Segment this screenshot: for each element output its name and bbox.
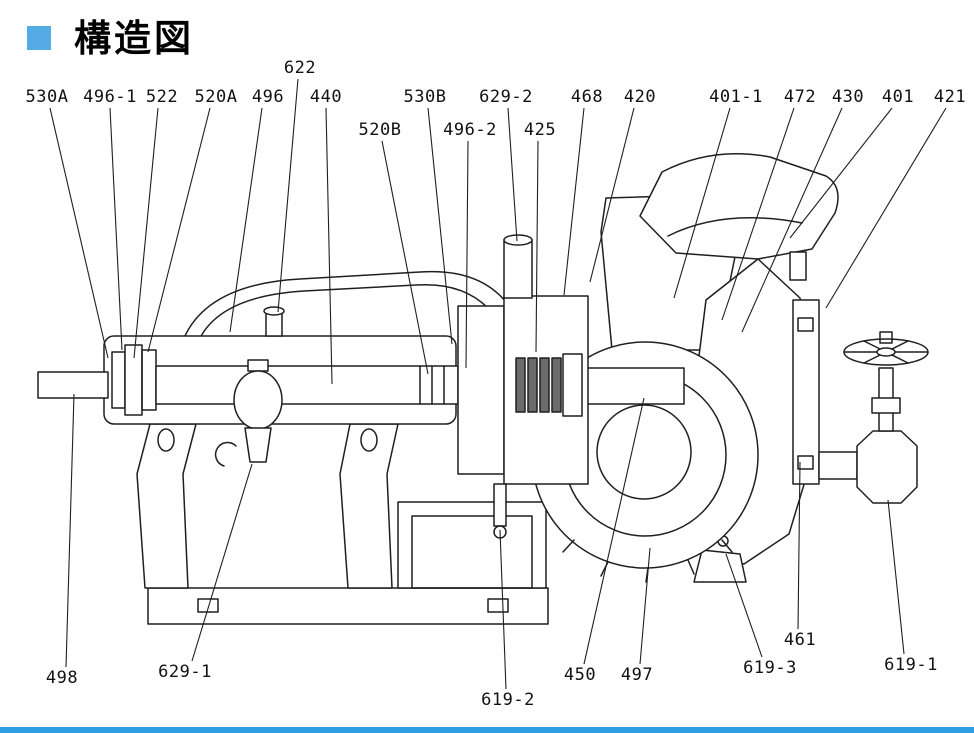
part-label-629-1: 629-1 [158, 662, 212, 682]
part-label-619-2: 619-2 [481, 690, 535, 710]
part-label-520B: 520B [358, 120, 402, 140]
leader-line-496-2 [465, 140, 469, 369]
leader-line-496-1 [109, 107, 123, 351]
leader-line-498 [65, 393, 75, 668]
leader-line-430 [741, 107, 843, 333]
leader-lines [49, 78, 947, 690]
page-header: 構造図 [0, 0, 974, 62]
leader-line-450 [583, 397, 645, 665]
leader-line-497 [639, 547, 651, 665]
leader-line-619-2 [499, 529, 507, 690]
leader-line-401 [789, 107, 893, 239]
leader-line-472 [721, 107, 795, 321]
part-label-496-2: 496-2 [443, 120, 497, 140]
leader-line-629-1 [191, 463, 253, 662]
part-label-461: 461 [783, 630, 817, 650]
part-label-619-3: 619-3 [743, 658, 797, 678]
leader-line-520A [147, 107, 211, 353]
leader-line-421 [825, 107, 947, 309]
part-label-522: 522 [145, 87, 179, 107]
part-label-496: 496 [251, 87, 285, 107]
part-label-530A: 530A [25, 87, 69, 107]
part-label-498: 498 [45, 668, 79, 688]
title-bullet-square-icon [27, 26, 51, 50]
leader-line-619-1 [887, 499, 905, 655]
part-label-401: 401 [881, 87, 915, 107]
part-label-430: 430 [831, 87, 865, 107]
leader-line-629-2 [507, 107, 518, 242]
leader-line-401-1 [673, 107, 731, 299]
part-label-622: 622 [283, 58, 317, 78]
leader-line-622 [277, 78, 299, 313]
part-label-472: 472 [783, 87, 817, 107]
bottom-accent-bar [0, 727, 974, 733]
part-label-440: 440 [309, 87, 343, 107]
part-label-425: 425 [523, 120, 557, 140]
leader-line-530A [49, 107, 109, 359]
part-label-420: 420 [623, 87, 657, 107]
part-label-468: 468 [570, 87, 604, 107]
leader-line-496 [229, 107, 263, 333]
leader-line-468 [563, 107, 585, 296]
page-title: 構造図 [74, 18, 194, 59]
leader-line-619-3 [725, 553, 763, 658]
leader-line-530B [427, 107, 453, 345]
leader-line-520B [381, 140, 429, 375]
part-label-530B: 530B [403, 87, 447, 107]
leader-line-522 [133, 107, 159, 359]
leader-line-461 [797, 461, 801, 630]
part-label-421: 421 [933, 87, 967, 107]
part-label-450: 450 [563, 665, 597, 685]
part-label-496-1: 496-1 [83, 87, 137, 107]
part-label-401-1: 401-1 [709, 87, 763, 107]
leader-line-425 [535, 140, 539, 353]
part-label-629-2: 629-2 [479, 87, 533, 107]
leader-line-420 [589, 107, 635, 283]
part-label-497: 497 [620, 665, 654, 685]
part-label-619-1: 619-1 [884, 655, 938, 675]
leader-line-440 [325, 107, 333, 385]
part-label-520A: 520A [194, 87, 238, 107]
